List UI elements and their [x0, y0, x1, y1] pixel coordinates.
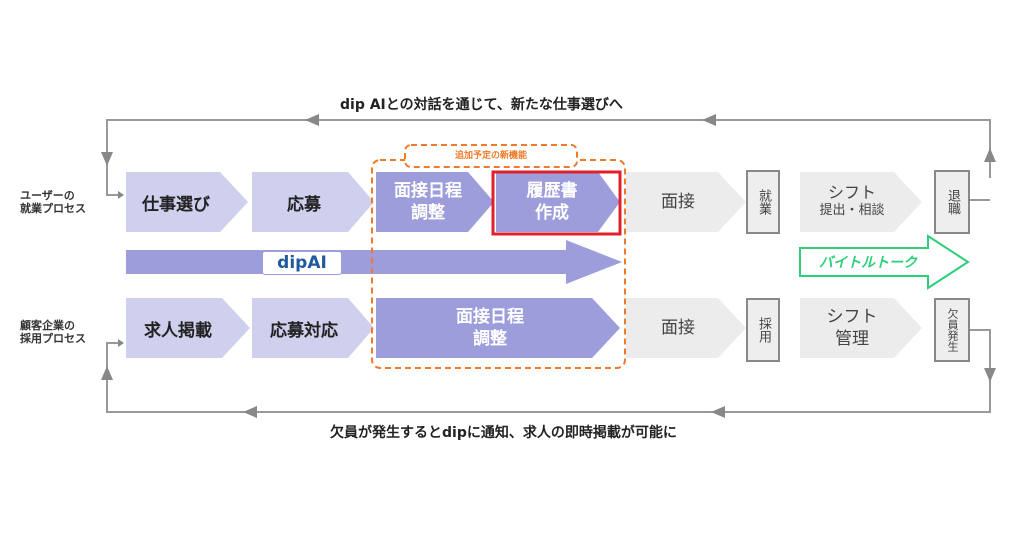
step-shift-management: シフト 管理: [800, 298, 904, 358]
step-interview: 面接: [626, 172, 730, 232]
step-interview-schedule-line1: 面接日程: [394, 181, 462, 201]
chevron-shape-handle-apply: [252, 298, 374, 358]
bottom-arrowhead-left-1: [711, 406, 725, 418]
company-row-label: 顧客企業の 採用プロセス: [20, 319, 86, 345]
step-resume-line1: 履歴書: [526, 181, 578, 201]
new-feature-label: 追加予定の新機能: [454, 151, 527, 161]
step-apply-label: 応募: [287, 194, 321, 215]
top-loop-line: [106, 119, 991, 196]
step-interview-company: 面接: [626, 298, 730, 358]
dipai-badge: dipAI: [262, 251, 342, 275]
user-row-label-line1: ユーザーの: [20, 189, 75, 202]
company-row-label-line1: 顧客企業の: [20, 319, 75, 332]
step-handle-application: 応募対応: [252, 298, 356, 358]
chevron-shape-interview-schedule-company: [376, 298, 620, 358]
baitoru-talk-label: バイトルトーク: [819, 255, 917, 271]
step-interview-schedule-company-line2: 調整: [473, 329, 507, 349]
top-arrowhead-up: [984, 148, 996, 162]
step-resume-line2: 作成: [535, 203, 569, 223]
new-feature-region: [371, 159, 626, 369]
box-vacancy: 欠員発生: [934, 298, 970, 362]
chevron-shape-shift-manage: [800, 298, 922, 358]
chevron-shape-post-job: [126, 298, 250, 358]
chevron-shape-interview-schedule: [376, 172, 494, 232]
bottom-loop-line: [106, 329, 991, 413]
chevron-shape-shift: [800, 172, 922, 232]
step-interview-schedule: 面接日程 調整: [376, 172, 480, 232]
chevron-shape-apply: [252, 172, 374, 232]
bottom-caption: 欠員が発生するとdipに通知、求人の即時掲載が可能に: [330, 425, 677, 441]
bottom-arrowhead-up: [101, 366, 113, 380]
step-shift-submit: シフト 提出・相談: [800, 172, 904, 232]
step-interview-schedule-company-line1: 面接日程: [456, 307, 524, 327]
step-apply: 応募: [252, 172, 356, 232]
new-feature-tag: [404, 144, 578, 168]
step-post-job: 求人掲載: [126, 298, 230, 358]
box-employment: 就業: [746, 170, 780, 234]
top-arrowhead-right: [118, 191, 124, 199]
dipai-arrow-shape: [126, 240, 622, 284]
company-row-label-line2: 採用プロセス: [20, 332, 86, 345]
top-arrowhead-down: [101, 152, 113, 166]
top-arrowhead-left-2: [305, 114, 319, 126]
chevron-shape-interview: [626, 172, 746, 232]
chevron-shape-interview-company: [626, 298, 746, 358]
step-interview-schedule-company: 面接日程 調整: [376, 298, 604, 358]
step-shift-management-line1: シフト: [826, 307, 878, 327]
bottom-arrowhead-left-2: [243, 406, 257, 418]
bottom-arrowhead-down: [984, 368, 996, 382]
step-interview-schedule-line2: 調整: [411, 203, 445, 223]
step-resume-creation: 履歴書 作成: [496, 172, 608, 232]
step-interview-company-label: 面接: [661, 318, 695, 338]
baitoru-arrow-shape: [799, 234, 970, 290]
step-job-search-label: 仕事選び: [142, 194, 210, 215]
chevron-shape-job-search: [126, 172, 248, 232]
bottom-arrowhead-right: [118, 339, 124, 347]
step-post-job-label: 求人掲載: [144, 320, 212, 341]
step-interview-label: 面接: [661, 192, 695, 212]
step-job-search: 仕事選び: [126, 172, 226, 232]
step-handle-application-label: 応募対応: [270, 320, 338, 341]
step-shift-management-line2: 管理: [835, 329, 869, 349]
user-row-label-line2: 就業プロセス: [20, 202, 86, 215]
top-arrowhead-left-1: [702, 114, 716, 126]
chevron-shape-resume: [496, 172, 620, 232]
box-hire: 採用: [746, 298, 780, 362]
user-row-label: ユーザーの 就業プロセス: [20, 189, 86, 215]
step-shift-line1: シフト: [827, 183, 876, 202]
top-caption: dip AIとの対話を通じて、新たな仕事選びへ: [340, 97, 623, 113]
box-retire: 退職: [934, 170, 970, 234]
resume-highlight: [491, 170, 622, 236]
step-shift-line2: 提出・相談: [819, 203, 885, 218]
